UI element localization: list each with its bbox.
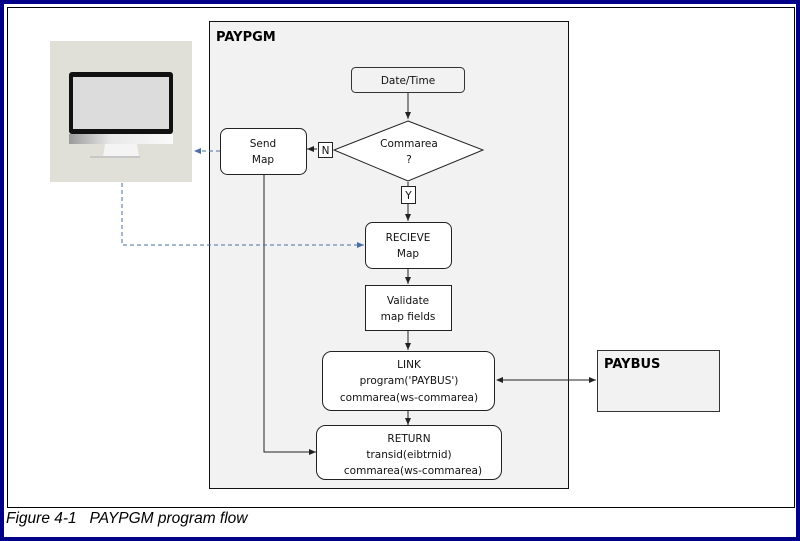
program-box-paybus: PAYBUS	[597, 350, 720, 412]
svg-text:LINK: LINK	[397, 359, 422, 371]
svg-text:map fields: map fields	[381, 311, 436, 323]
figure-caption: Figure 4-1 PAYPGM program flow	[6, 510, 248, 527]
svg-text:RECIEVE: RECIEVE	[386, 232, 431, 244]
paybus-title: PAYBUS	[604, 357, 660, 372]
node-datetime: Date/Time	[351, 67, 465, 93]
svg-text:Map: Map	[252, 154, 274, 166]
svg-text:commarea(ws-commarea): commarea(ws-commarea)	[340, 392, 478, 404]
svg-text:Validate: Validate	[387, 295, 429, 307]
svg-text:N: N	[322, 145, 330, 157]
svg-text:commarea(ws-commarea): commarea(ws-commarea)	[344, 465, 482, 477]
node-decision-commarea: Commarea ?	[332, 120, 485, 182]
arrow-send-to-return	[263, 175, 316, 455]
svg-text:Commarea: Commarea	[380, 138, 438, 150]
svg-text:transid(eibtrnid): transid(eibtrnid)	[366, 449, 451, 461]
node-send-map: Send Map	[220, 128, 307, 175]
svg-text:Send: Send	[250, 138, 276, 150]
terminal-panel	[50, 41, 192, 182]
node-validate: Validate map fields	[365, 285, 452, 331]
svg-text:Date/Time: Date/Time	[381, 75, 435, 87]
node-link: LINK program('PAYBUS') commarea(ws-comma…	[322, 351, 495, 411]
monitor-icon	[69, 72, 173, 158]
node-receive-map: RECIEVE Map	[365, 222, 452, 269]
svg-text:RETURN: RETURN	[387, 433, 430, 445]
diagram-frame	[7, 7, 795, 508]
svg-text:?: ?	[406, 154, 412, 166]
node-return: RETURN transid(eibtrnid) commarea(ws-com…	[316, 425, 502, 480]
program-title: PAYPGM	[216, 30, 276, 45]
branch-label-no: N	[318, 142, 333, 158]
branch-label-yes: Y	[401, 186, 416, 204]
svg-text:Map: Map	[397, 248, 419, 260]
svg-text:Y: Y	[404, 190, 412, 202]
svg-text:program('PAYBUS'): program('PAYBUS')	[360, 375, 459, 387]
